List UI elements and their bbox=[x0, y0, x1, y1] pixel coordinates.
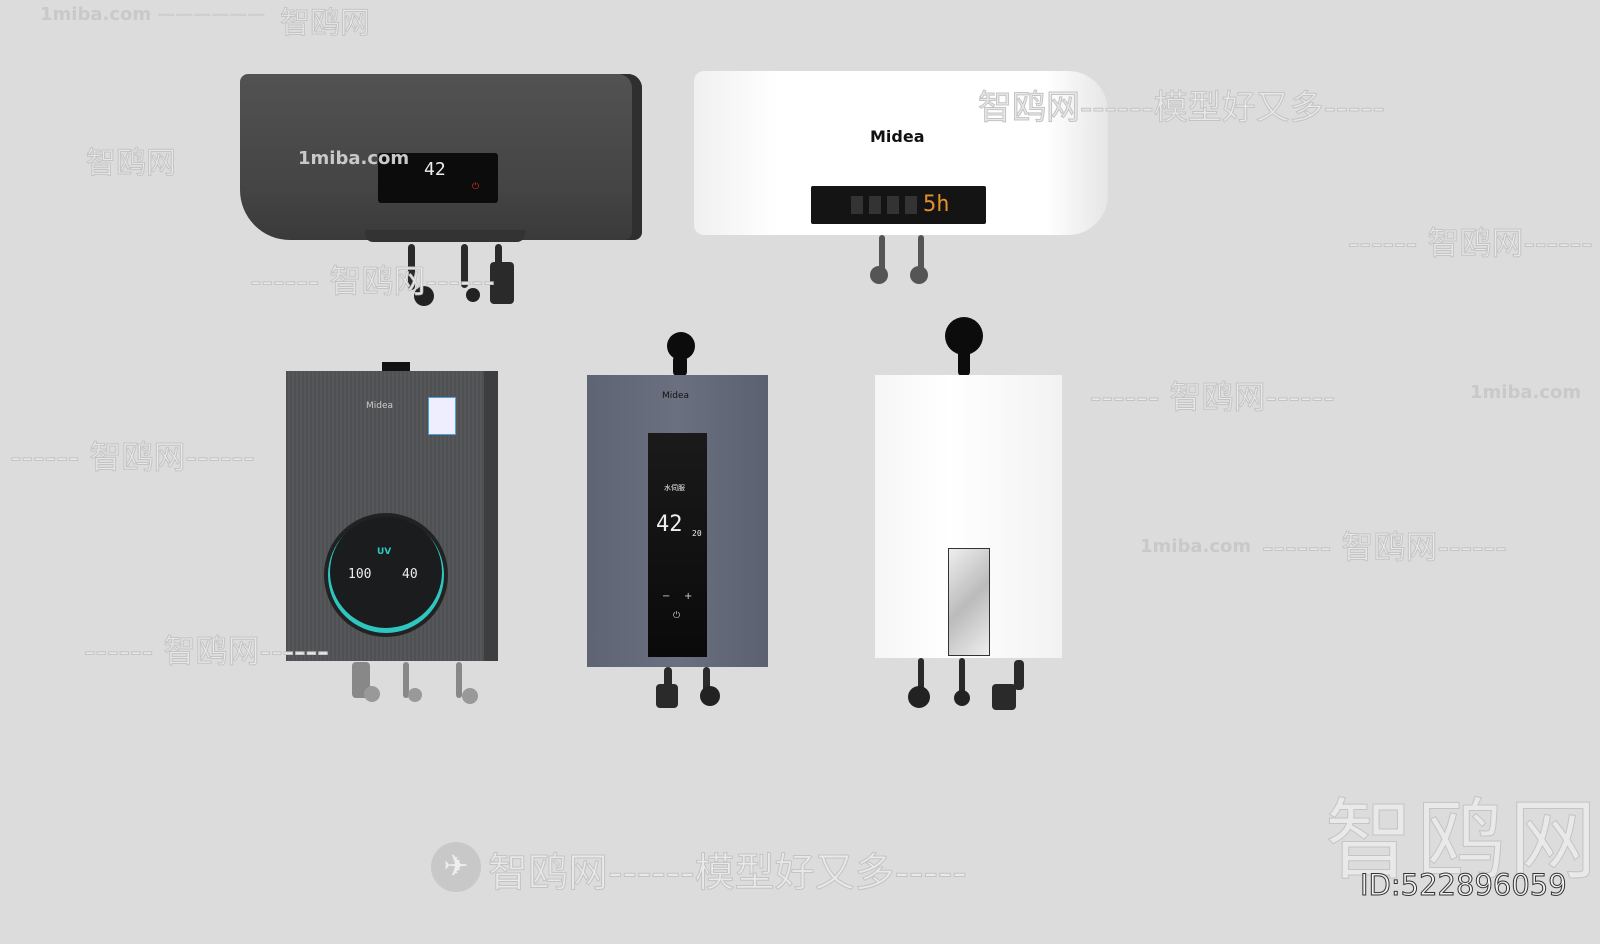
left-readout: 100 bbox=[348, 567, 372, 582]
pipe-valve bbox=[408, 688, 422, 702]
minus-button[interactable]: − bbox=[662, 591, 671, 602]
pipe-valve bbox=[364, 686, 380, 702]
brand-logo: Midea bbox=[870, 127, 925, 146]
pipe bbox=[461, 244, 468, 288]
sub-readout: 20 bbox=[692, 529, 702, 538]
pipe bbox=[703, 667, 710, 693]
pipe-valve bbox=[870, 266, 888, 284]
pipe bbox=[408, 244, 415, 290]
watermark-brand: 智鸥网 bbox=[86, 146, 177, 182]
brand-logo: Midea bbox=[662, 391, 690, 401]
pipe-valve bbox=[656, 684, 678, 708]
pipe-valve bbox=[414, 286, 434, 306]
watermark-site: 1miba.com bbox=[1140, 536, 1252, 557]
blue-gas-water-heater: Midea 水伺服 42 20 − + ⏻ bbox=[587, 375, 768, 667]
energy-label-sticker bbox=[428, 397, 456, 435]
time-readout: 5h bbox=[923, 192, 950, 217]
watermark-big-brand: 智鸥网 bbox=[1324, 789, 1600, 893]
watermark-brand: 智鸥网 bbox=[280, 6, 371, 42]
dark-tank-water-heater: 42 ⏻ bbox=[240, 74, 642, 242]
watermark-site: 1miba.com bbox=[298, 148, 410, 169]
watermark-site: 1miba.com —————— bbox=[40, 4, 266, 25]
watermark-dash-brand: ------ 智鸥网------ bbox=[84, 632, 330, 671]
flue-outlet bbox=[945, 317, 983, 355]
pipe bbox=[456, 662, 462, 698]
flue-outlet bbox=[667, 332, 695, 360]
power-icon[interactable]: ⏻ bbox=[673, 611, 681, 621]
temperature-readout: 42 bbox=[424, 159, 446, 180]
watermark-dash-brand: ------ 智鸥网------ bbox=[1348, 224, 1594, 263]
pipe-valve bbox=[908, 686, 930, 708]
pipe bbox=[918, 235, 924, 275]
watermark-id: ID:522896059 bbox=[1360, 868, 1568, 903]
watermark-site: 1miba.com bbox=[1470, 382, 1582, 403]
watermark-slogan: 智鸥网------模型好又多----- bbox=[978, 88, 1386, 129]
watermark-dash-brand: ------ 智鸥网------ bbox=[10, 438, 256, 477]
button-row bbox=[851, 196, 921, 214]
pipe bbox=[664, 667, 672, 695]
window bbox=[948, 548, 990, 656]
power-icon: ⏻ bbox=[472, 182, 480, 192]
watermark-logo-icon: ✈ bbox=[431, 842, 481, 892]
white-gas-water-heater bbox=[875, 375, 1062, 658]
pipe bbox=[918, 658, 924, 692]
temperature-readout: 42 bbox=[656, 512, 683, 537]
plus-button[interactable]: + bbox=[684, 591, 693, 602]
pipe-valve bbox=[490, 262, 514, 304]
pipe-valve bbox=[700, 686, 720, 706]
round-display: UV 100 40 bbox=[328, 517, 444, 633]
mode-label: 水伺服 bbox=[664, 484, 685, 492]
control-display: 42 ⏻ bbox=[378, 153, 498, 203]
white-tank-water-heater: Midea 5h bbox=[694, 71, 1108, 235]
pipe-valve bbox=[462, 688, 478, 704]
pipe bbox=[959, 658, 965, 696]
control-panel: 水伺服 42 20 − + ⏻ bbox=[648, 433, 707, 657]
pipe-valve bbox=[992, 684, 1016, 710]
pipe-valve bbox=[954, 690, 970, 706]
watermark-slogan: 智鸥网------模型好又多----- bbox=[488, 850, 968, 897]
grey-gas-water-heater: Midea UV 100 40 bbox=[286, 371, 498, 661]
watermark-dash-brand: ------ 智鸥网------ bbox=[250, 262, 496, 301]
bottom-base bbox=[365, 230, 525, 242]
right-readout: 40 bbox=[402, 567, 418, 582]
pipe-valve bbox=[466, 288, 480, 302]
flue-pipe bbox=[958, 350, 970, 376]
control-display: 5h bbox=[811, 186, 986, 224]
flue-pipe bbox=[673, 356, 687, 376]
flue-outlet bbox=[382, 362, 410, 372]
brand-logo: Midea bbox=[366, 401, 394, 411]
watermark-dash-brand: ------ 智鸥网------ bbox=[1090, 378, 1336, 417]
pipe bbox=[403, 662, 409, 698]
pipe bbox=[879, 235, 885, 275]
uv-label: UV bbox=[377, 547, 392, 557]
watermark-dash-brand: ------ 智鸥网------ bbox=[1262, 528, 1508, 567]
pipe bbox=[1014, 660, 1024, 690]
watermark-text: 1miba.com bbox=[40, 4, 152, 25]
pipe-valve bbox=[910, 266, 928, 284]
